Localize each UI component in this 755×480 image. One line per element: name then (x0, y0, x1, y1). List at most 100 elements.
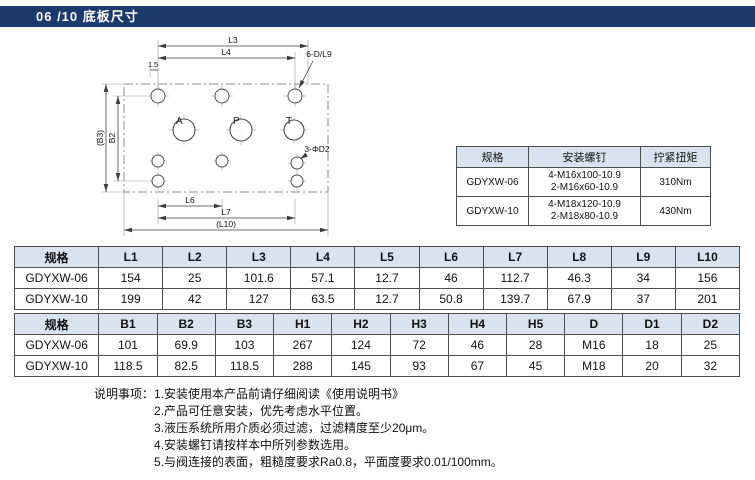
spec-cell: GDYXW-10 (13, 355, 100, 377)
value-cell: 118.5 (214, 355, 275, 377)
column-header: 规格 (13, 313, 100, 335)
table-row: GDYXW-06 154 25 101.6 57.1 12.7 46 112.7… (13, 267, 741, 289)
column-header: L10 (674, 246, 741, 268)
table-row: GDYXW-10 4-M18x120-10.9 2-M18x80-10.9 43… (456, 196, 711, 226)
width-height-dimension-table: 规格 B1 B2 B3 H1 H2 H3 H4 H5 D D1 D2 GDYXW… (13, 313, 741, 377)
table-row: GDYXW-06 101 69.9 103 267 124 72 46 28 M… (13, 334, 741, 356)
value-cell: 127 (226, 288, 292, 310)
value-cell: 145 (331, 355, 391, 377)
dim-label-l6: L6 (185, 195, 195, 205)
value-cell: 267 (273, 334, 333, 356)
value-cell: 12.7 (354, 267, 420, 289)
table-header-row: 规格 安装螺钉 拧紧扭矩 (456, 146, 711, 168)
port-labels: A P T (176, 116, 292, 127)
column-header: L4 (290, 246, 356, 268)
port-t-label: T (286, 116, 292, 127)
screws-line-1: 4-M18x120-10.9 (548, 199, 621, 210)
value-cell: 50.8 (418, 288, 484, 310)
dim-label-bottom-holes: 3-ΦD2 (304, 144, 329, 154)
screws-line-1: 4-M16x100-10.9 (548, 170, 621, 181)
column-header: H1 (273, 313, 333, 335)
value-cell: 42 (162, 288, 228, 310)
dim-label-l4: L4 (221, 47, 231, 57)
value-cell: 67 (447, 355, 507, 377)
value-cell: 103 (214, 334, 275, 356)
column-header: B2 (156, 313, 216, 335)
dimension-labels: L3 L4 1.5 6-D/L9 3-ΦD2 L6 L7 (L10) (B3) … (95, 35, 332, 229)
note-item: 4.安装螺钉请按样本中所列参数选用。 (154, 438, 357, 452)
value-cell: 288 (273, 355, 333, 377)
port-holes (172, 118, 305, 142)
value-cell: 101 (98, 334, 158, 356)
column-header: 规格 (13, 246, 100, 268)
value-cell: 25 (680, 334, 741, 356)
note-item: 1.安装使用本产品前请仔细阅读《使用说明书》 (154, 387, 405, 401)
dimension-lines (103, 43, 328, 233)
note-item: 3.液压系统所用介质必须过滤，过滤精度至少20μm。 (154, 421, 435, 435)
screws-cell: 4-M16x100-10.9 2-M16x60-10.9 (528, 167, 641, 197)
column-header: L6 (418, 246, 484, 268)
value-cell: 82.5 (156, 355, 216, 377)
value-cell: 57.1 (290, 267, 356, 289)
column-header: H4 (447, 313, 507, 335)
spec-cell: GDYXW-06 (13, 334, 100, 356)
value-cell: 20 (622, 355, 682, 377)
value-cell: 112.7 (482, 267, 548, 289)
screws-line-2: 2-M18x80-10.9 (550, 211, 619, 222)
dim-label-l10: (L10) (216, 219, 236, 229)
note-item: 5.与阀连接的表面，粗糙度要求Ra0.8，平面度要求0.01/100mm。 (154, 455, 503, 469)
mounting-holes (150, 88, 304, 188)
column-header-spec: 规格 (456, 146, 529, 168)
value-cell: M16 (564, 334, 624, 356)
length-dimension-table: 规格 L1 L2 L3 L4 L5 L6 L7 L8 L9 L10 GDYXW-… (13, 246, 741, 310)
column-header: L2 (162, 246, 228, 268)
spec-cell: GDYXW-10 (13, 288, 100, 310)
column-header: D2 (680, 313, 741, 335)
column-header: B3 (214, 313, 275, 335)
column-header: L1 (98, 246, 164, 268)
value-cell: 154 (98, 267, 164, 289)
value-cell: M18 (564, 355, 624, 377)
value-cell: 201 (674, 288, 741, 310)
notes-section: 说明事项： 1.安装使用本产品前请仔细阅读《使用说明书》 2.产品可任意安装，优… (94, 386, 503, 471)
column-header: L9 (610, 246, 676, 268)
value-cell: 199 (98, 288, 164, 310)
dim-label-b2: B2 (107, 133, 117, 144)
value-cell: 63.5 (290, 288, 356, 310)
dim-label-top-holes: 6-D/L9 (306, 49, 332, 59)
value-cell: 45 (505, 355, 566, 377)
value-cell: 156 (674, 267, 741, 289)
torque-cell: 310Nm (640, 167, 711, 197)
value-cell: 139.7 (482, 288, 548, 310)
dim-label-offset: 1.5 (148, 62, 158, 69)
column-header: D (564, 313, 624, 335)
dim-label-l7: L7 (221, 207, 231, 217)
value-cell: 72 (389, 334, 449, 356)
screws-line-2: 2-M16x60-10.9 (550, 182, 619, 193)
page-header: 06 /10 底板尺寸 (0, 6, 755, 27)
table-row: GDYXW-10 199 42 127 63.5 12.7 50.8 139.7… (13, 288, 741, 310)
dim-label-l3: L3 (228, 35, 238, 45)
value-cell: 32 (680, 355, 741, 377)
value-cell: 28 (505, 334, 566, 356)
column-header-screws: 安装螺钉 (528, 146, 641, 168)
value-cell: 69.9 (156, 334, 216, 356)
value-cell: 124 (331, 334, 391, 356)
column-header: B1 (98, 313, 158, 335)
spec-cell: GDYXW-06 (13, 267, 100, 289)
notes-label: 说明事项： (94, 387, 155, 401)
value-cell: 18 (622, 334, 682, 356)
column-header: L5 (354, 246, 420, 268)
plate-outline (123, 83, 329, 193)
note-item: 2.产品可任意安装，优先考虑水平位置。 (154, 404, 369, 418)
table-header-row: 规格 L1 L2 L3 L4 L5 L6 L7 L8 L9 L10 (13, 246, 741, 268)
dim-label-b3: (B3) (95, 130, 105, 146)
column-header: L7 (482, 246, 548, 268)
screw-spec-table: 规格 安装螺钉 拧紧扭矩 GDYXW-06 4-M16x100-10.9 2-M… (456, 146, 711, 226)
port-p-label: P (233, 116, 240, 127)
column-header: H2 (331, 313, 391, 335)
value-cell: 25 (162, 267, 228, 289)
screws-cell: 4-M18x120-10.9 2-M18x80-10.9 (528, 196, 641, 226)
spec-cell: GDYXW-06 (456, 167, 529, 197)
value-cell: 46 (418, 267, 484, 289)
